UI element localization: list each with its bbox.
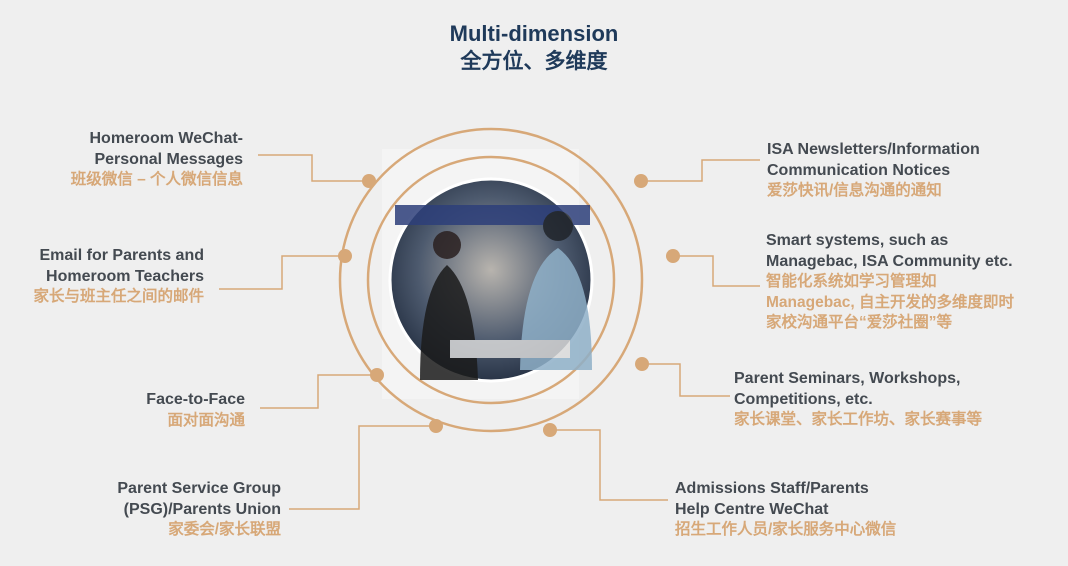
- homeroom-en-2: Personal Messages: [94, 150, 243, 168]
- channel-homeroom-wechat: Homeroom WeChat- Personal Messages 班级微信 …: [71, 129, 243, 191]
- smart-en-1: Smart systems, such as: [766, 232, 949, 249]
- face-en-1: Face-to-Face: [146, 391, 245, 408]
- line-email: [219, 255, 345, 290]
- newsletters-zh-1: 爱莎快讯/信息沟通的通知: [767, 182, 942, 199]
- channel-face-to-face: Face-to-Face 面对面沟通: [146, 390, 245, 431]
- title-zh: 全方位、多维度: [460, 50, 608, 73]
- face-zh-1: 面对面沟通: [167, 411, 245, 429]
- line-face: [260, 374, 377, 409]
- title-en: Multi-dimension: [449, 21, 619, 46]
- line-seminars: [642, 363, 730, 397]
- admissions-en-2: Help Centre WeChat: [675, 500, 829, 518]
- seminars-en-1: Parent Seminars, Workshops,: [734, 370, 961, 387]
- line-psg: [289, 425, 436, 510]
- dot-homeroom: [362, 174, 376, 188]
- smart-zh-3: 家校沟通平台“爱莎社圈”等: [766, 314, 953, 331]
- dot-email: [338, 249, 352, 263]
- channel-admissions: Admissions Staff/Parents Help Centre WeC…: [675, 479, 896, 541]
- line-homeroom: [258, 154, 369, 182]
- dot-face: [370, 368, 384, 382]
- inner-ring: [366, 155, 616, 405]
- line-newsletters: [641, 159, 760, 182]
- email-zh-1: 家长与班主任之间的邮件: [33, 288, 204, 305]
- photo-figures: [395, 205, 592, 380]
- homeroom-en-1: Homeroom WeChat-: [89, 130, 244, 147]
- psg-en-2: (PSG)/Parents Union: [123, 500, 281, 518]
- psg-en-1: Parent Service Group: [117, 480, 281, 497]
- smart-zh-2: Managebac, 自主开发的多维度即时: [766, 293, 1015, 311]
- page-title: Multi-dimension 全方位、多维度: [0, 20, 1068, 76]
- dot-psg: [429, 419, 443, 433]
- dot-newsletters: [634, 174, 648, 188]
- channel-email: Email for Parents and Homeroom Teachers …: [33, 246, 204, 308]
- admissions-zh-1: 招生工作人员/家长服务中心微信: [675, 521, 897, 538]
- outer-ring: [338, 127, 644, 433]
- channel-psg: Parent Service Group (PSG)/Parents Union…: [117, 479, 281, 541]
- seminars-en-2: Competitions, etc.: [734, 390, 873, 408]
- psg-zh-1: 家委会/家长联盟: [168, 521, 281, 538]
- channel-newsletters: ISA Newsletters/Information Communicatio…: [767, 140, 980, 202]
- dot-smart: [666, 249, 680, 263]
- email-en-1: Email for Parents and: [39, 247, 205, 264]
- smart-zh-1: 智能化系统如学习管理如: [766, 273, 937, 290]
- admissions-en-1: Admissions Staff/Parents: [675, 480, 869, 497]
- homeroom-zh-1: 班级微信 – 个人微信信息: [70, 171, 243, 188]
- channel-smart-systems: Smart systems, such as Managebac, ISA Co…: [766, 231, 1014, 334]
- smart-en-2: Managebac, ISA Community etc.: [766, 252, 1013, 270]
- seminars-zh-1: 家长课堂、家长工作坊、家长赛事等: [734, 411, 983, 428]
- dot-admissions: [543, 423, 557, 437]
- line-smart: [673, 255, 760, 287]
- newsletters-en-1: ISA Newsletters/Information: [767, 141, 980, 158]
- channel-seminars: Parent Seminars, Workshops, Competitions…: [734, 369, 982, 431]
- line-admissions: [550, 429, 668, 501]
- newsletters-en-2: Communication Notices: [767, 161, 951, 179]
- dot-seminars: [635, 357, 649, 371]
- email-en-2: Homeroom Teachers: [46, 267, 204, 285]
